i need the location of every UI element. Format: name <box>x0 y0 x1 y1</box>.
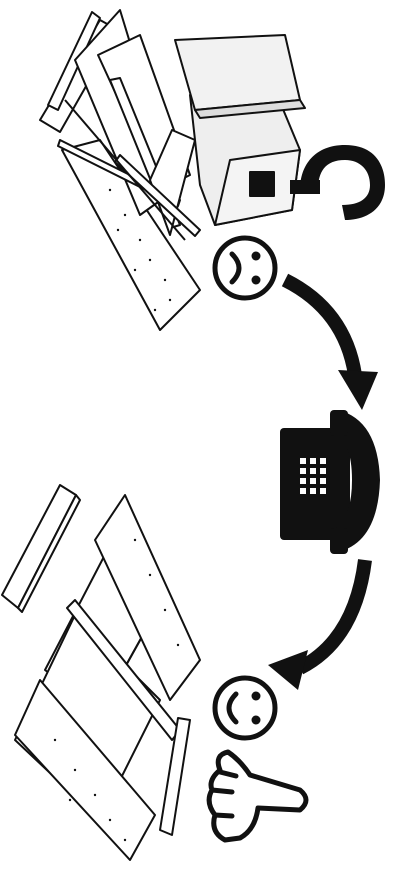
telephone-icon <box>280 410 380 554</box>
arrow-to-phone-icon <box>281 273 378 410</box>
thumbs-up-hand-icon <box>206 749 309 843</box>
open-box-question-icon <box>174 34 385 226</box>
arrow-to-happy-face-icon <box>268 559 372 690</box>
flat-pack-panels-icon <box>1 484 201 861</box>
broken-furniture-parts-icon <box>39 9 201 331</box>
sad-face-icon <box>212 235 278 301</box>
happy-face-icon <box>212 675 278 741</box>
